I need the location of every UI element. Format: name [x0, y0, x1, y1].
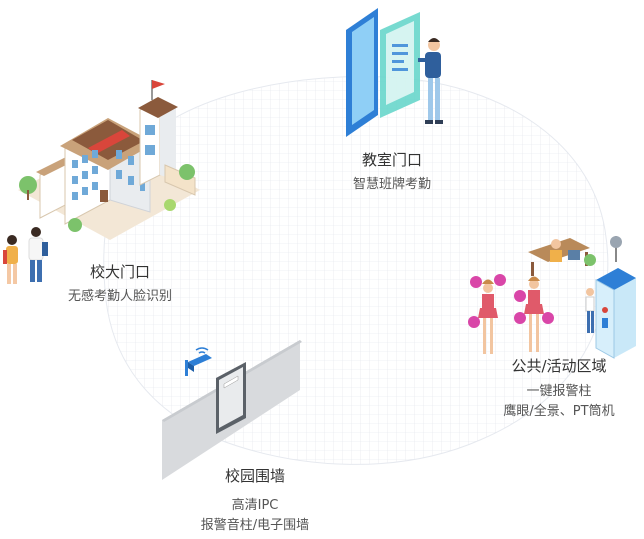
school-building-illustration	[3, 80, 200, 284]
node-title: 公共/活动区域	[511, 357, 607, 375]
ipc-camera-icon	[185, 347, 212, 376]
node-title: 校大门口	[89, 263, 150, 281]
cheerleaders-illustration	[468, 274, 554, 354]
node-campus-wall: 校园围墙 高清IPC 报警音柱/电子围墙	[180, 466, 330, 536]
public-activity-area-illustration	[468, 236, 636, 359]
node-subtitle-line-1: 高清IPC	[231, 498, 279, 513]
node-school-gate: 校大门口 无感考勤人脸识别	[50, 262, 190, 307]
node-subtitle-line-2: 鹰眼/全景、PT筒机	[503, 404, 615, 419]
node-title: 校园围墙	[224, 467, 285, 485]
node-title: 教室门口	[361, 151, 422, 169]
smart-class-board-illustration	[346, 8, 443, 137]
node-subtitle: 无感考勤人脸识别	[67, 289, 172, 304]
alarm-column-illustration	[595, 236, 636, 359]
node-subtitle-line-1: 一键报警柱	[526, 384, 592, 399]
node-subtitle-line-2: 报警音柱/电子围墙	[200, 518, 310, 533]
node-public-area: 公共/活动区域 一键报警柱 鹰眼/全景、PT筒机	[484, 356, 634, 422]
node-subtitle: 智慧班牌考勤	[352, 177, 431, 192]
node-classroom-door: 教室门口 智慧班牌考勤	[322, 150, 462, 195]
campus-wall-illustration	[162, 340, 302, 480]
students-illustration	[3, 227, 48, 284]
